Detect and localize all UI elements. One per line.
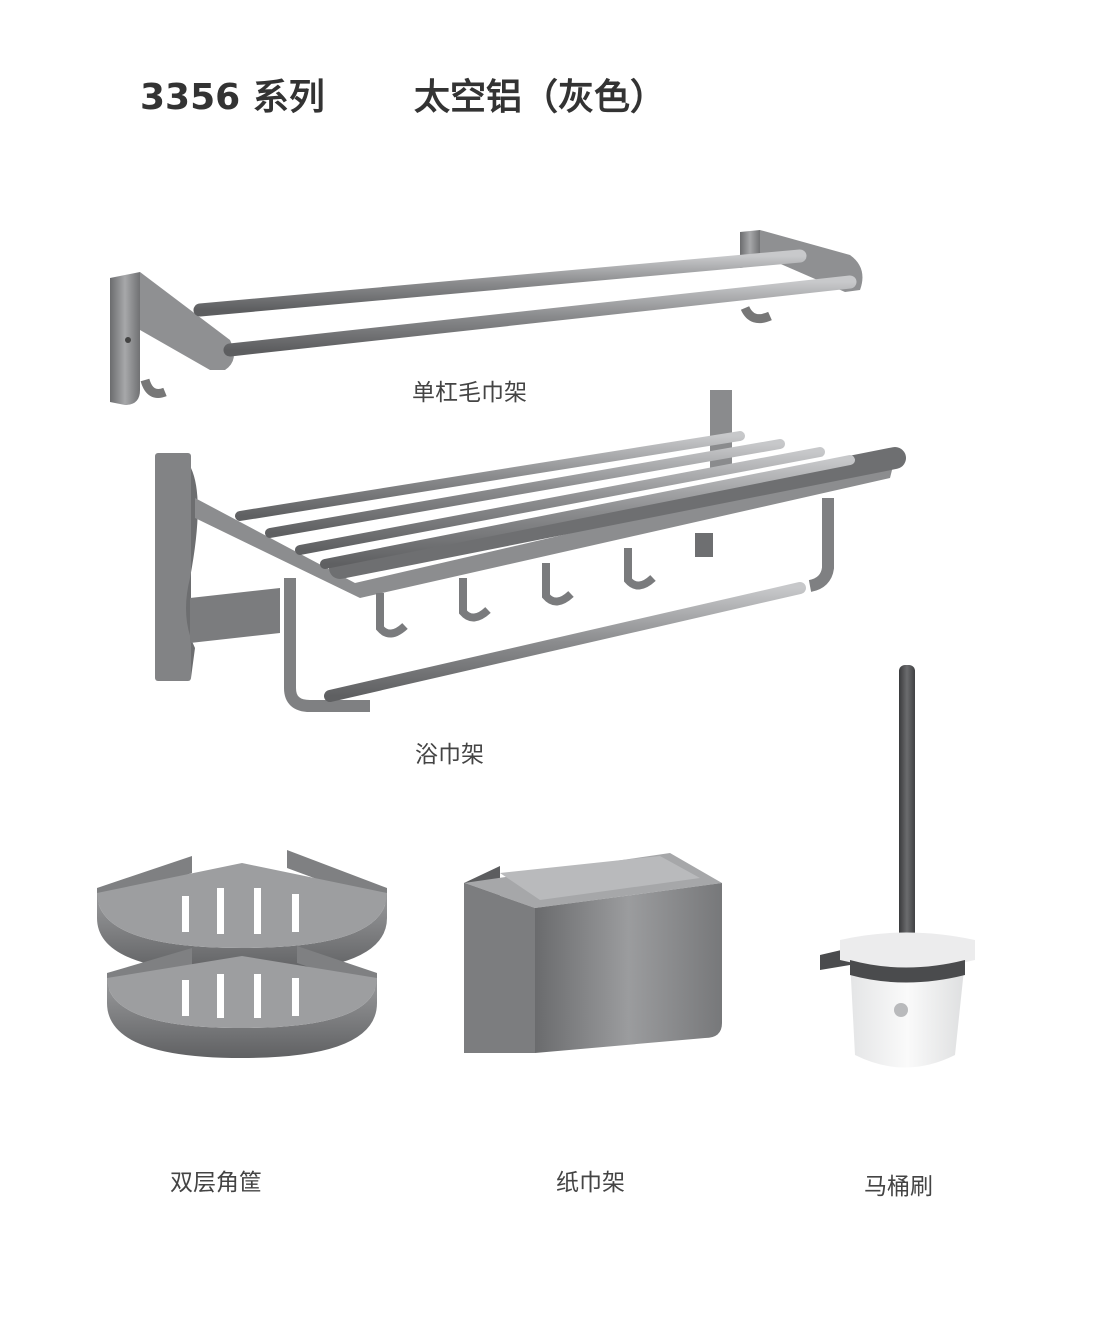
- product-caption: 纸巾架: [556, 1170, 625, 1196]
- bath-towel-shelf-image: [155, 390, 906, 712]
- single-bar-towel-rack-image: [110, 230, 863, 405]
- tissue-holder-image: [464, 853, 722, 1053]
- toilet-brush-image: [820, 665, 975, 1068]
- material-title: 太空铝（灰色）: [414, 77, 667, 118]
- product-caption: 单杠毛巾架: [412, 380, 527, 406]
- product-caption: 马桶刷: [864, 1174, 933, 1200]
- product-caption: 浴巾架: [415, 742, 484, 768]
- double-corner-basket-image: [97, 850, 387, 1058]
- product-caption: 双层角筐: [170, 1170, 262, 1196]
- series-title: 3356 系列: [140, 77, 325, 118]
